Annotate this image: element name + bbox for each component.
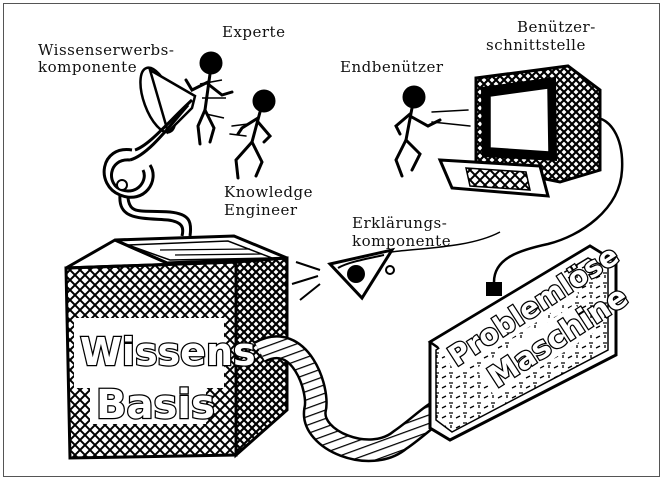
knowledge-engineer-figure-icon: [230, 91, 274, 178]
label-knowledge-line2: Engineer: [224, 201, 298, 219]
knowledge-base-line2: Basis: [96, 382, 215, 428]
label-experte: Experte: [222, 23, 285, 41]
computer-terminal-icon: [440, 66, 600, 196]
label-knowledge-line1: Knowledge: [224, 183, 313, 201]
label-endbenutzer: Endbenützer: [340, 58, 444, 76]
label-erklaerung-line1: Erklärungs-: [352, 214, 447, 232]
label-benutzer-line2: schnittstelle: [486, 36, 586, 54]
label-benutzer-line1: Benützer-: [517, 18, 596, 36]
problem-solving-machine: Problemlöse Maschine: [430, 237, 647, 440]
knowledge-base-line1: Wissens: [80, 330, 256, 374]
label-wissenserwerb-line2: komponente: [38, 58, 137, 76]
label-wissenserwerb-line1: Wissenserwerbs-: [38, 41, 174, 59]
knowledge-base-box: Wissens Basis: [66, 236, 287, 458]
